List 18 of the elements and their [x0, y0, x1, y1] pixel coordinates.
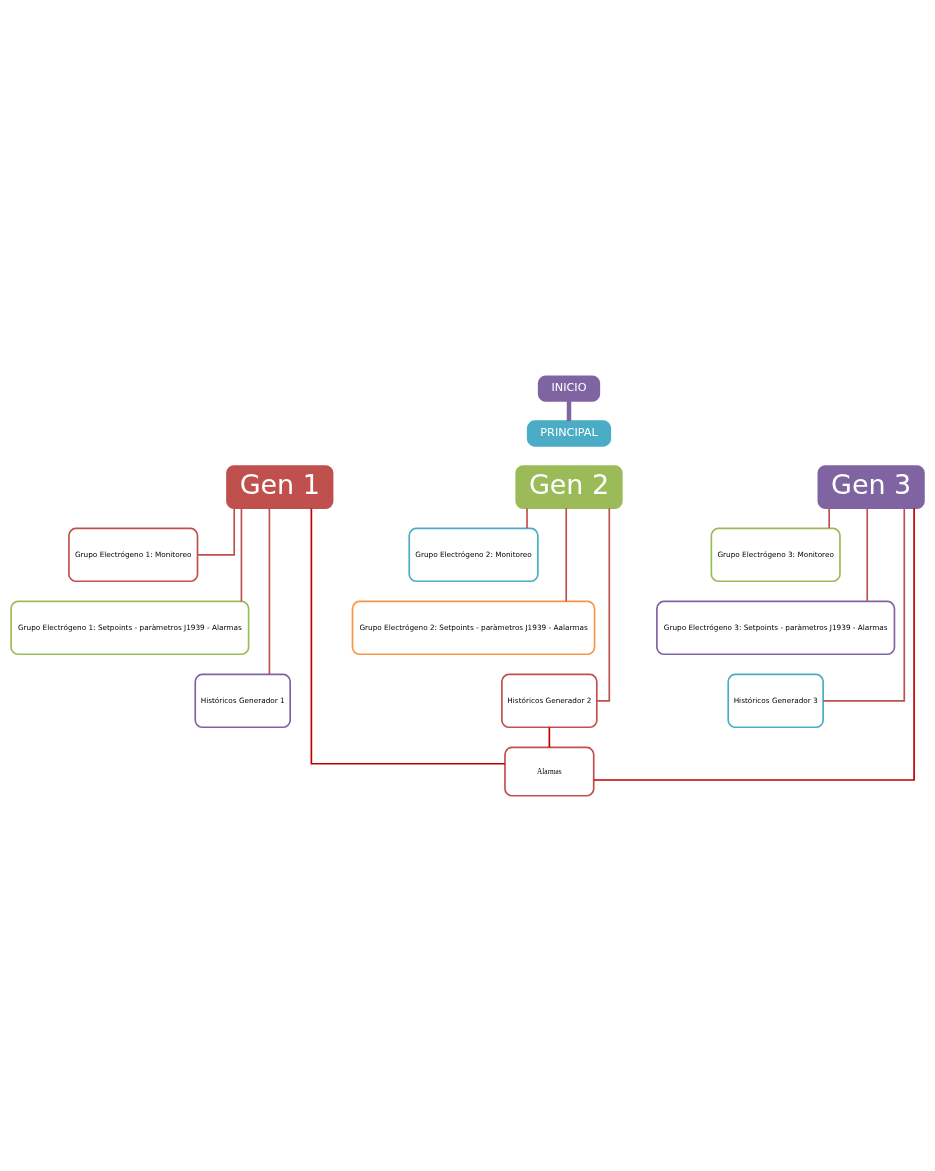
- connector: [240, 506, 243, 602]
- connector: [828, 507, 830, 529]
- connector: [268, 506, 271, 675]
- connector: [526, 507, 528, 529]
- connector: [196, 507, 236, 556]
- node-box: Gen 2: [515, 464, 623, 509]
- connector: [548, 726, 551, 748]
- connector: [565, 506, 568, 602]
- connector: [822, 506, 906, 702]
- connector: [593, 506, 915, 781]
- connector: [310, 507, 506, 765]
- connector: [566, 400, 572, 421]
- node-box: INICIO: [537, 374, 601, 402]
- connector: [866, 506, 869, 602]
- node-box: Gen 1: [226, 464, 334, 509]
- node-box: PRINCIPAL: [526, 419, 612, 447]
- connector: [596, 506, 611, 702]
- node-box: Gen 3: [817, 464, 925, 509]
